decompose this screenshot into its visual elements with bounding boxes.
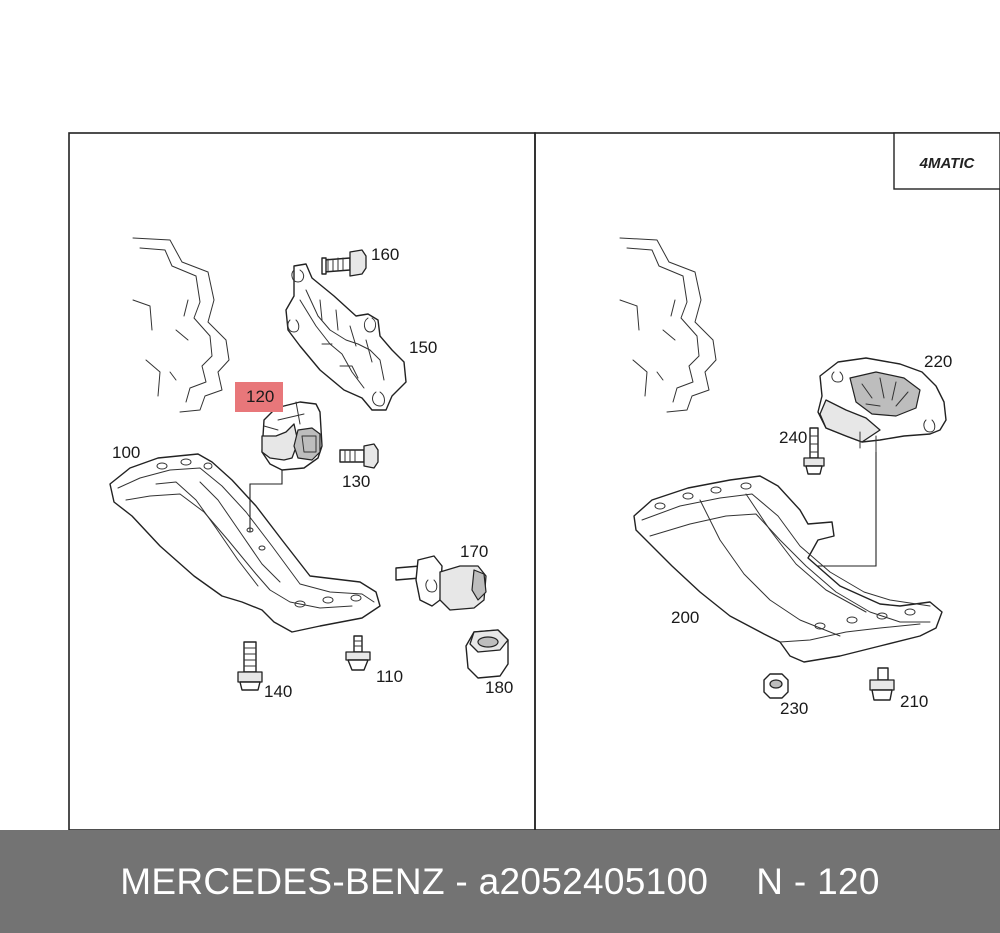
parts-diagram: 4MATIC (68, 132, 1000, 830)
crossmember-200 (633, 475, 943, 663)
callout-230: 230 (780, 699, 808, 718)
bolt-130 (339, 443, 379, 469)
part-number-footer: MERCEDES-BENZ - a2052405100 N - 120 (0, 830, 1000, 933)
callout-240: 240 (779, 428, 807, 447)
bolt-110 (345, 635, 371, 671)
callout-160: 160 (371, 245, 399, 264)
bushing-180 (465, 629, 509, 679)
footer-position-code: N - 120 (756, 860, 880, 902)
nut-230 (763, 673, 789, 699)
right-panel-frame (534, 132, 1000, 830)
callout-130: 130 (342, 472, 370, 491)
engine-mount-120 (261, 401, 323, 471)
4matic-label: 4MATIC (919, 155, 976, 172)
4matic-badge: 4MATIC (893, 132, 1000, 190)
crossmember-100 (109, 453, 381, 633)
crossmember-200-holes (654, 482, 916, 630)
callout-150: 150 (409, 338, 437, 357)
bolt-160 (321, 249, 367, 277)
callout-210: 210 (900, 692, 928, 711)
crossmember-holes (156, 458, 362, 608)
callout-180: 180 (485, 678, 513, 697)
callout-120: 120 (246, 387, 274, 406)
mount-220 (817, 357, 947, 453)
callout-170: 170 (460, 542, 488, 561)
callout-140: 140 (264, 682, 292, 701)
callout-120-highlight (235, 382, 283, 412)
bolt-140 (237, 641, 263, 691)
transmission-housing-right (619, 237, 717, 413)
callout-110: 110 (376, 667, 403, 686)
footer-brand-part-number: MERCEDES-BENZ - a2052405100 (120, 860, 709, 902)
callout-200: 200 (671, 608, 699, 627)
callout-100: 100 (112, 443, 140, 462)
transmission-housing-left (132, 237, 230, 413)
bracket-150 (285, 263, 407, 411)
callout-220: 220 (924, 352, 952, 371)
damper-170 (395, 555, 487, 611)
bolt-240 (803, 427, 825, 475)
bolt-210 (869, 667, 895, 701)
